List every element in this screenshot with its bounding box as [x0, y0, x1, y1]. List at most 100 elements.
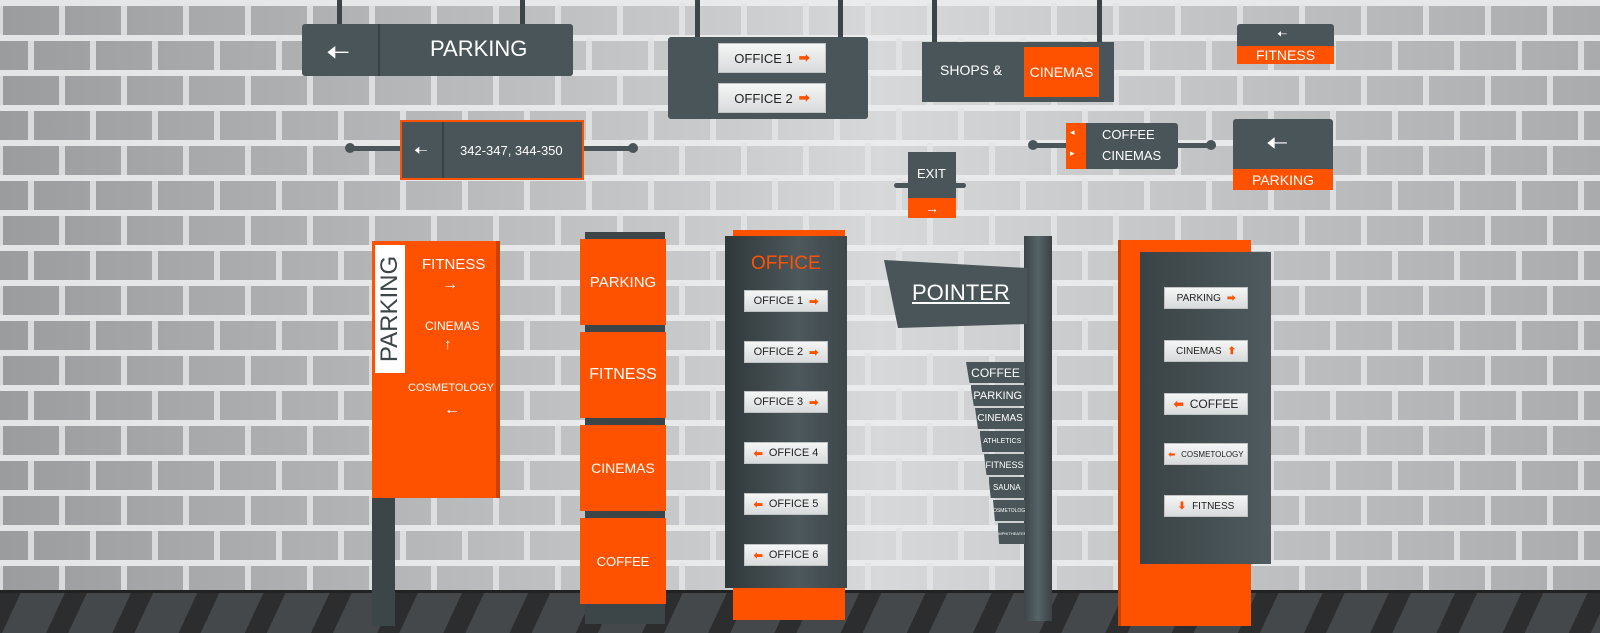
exit-sign: EXIT — [908, 152, 956, 200]
pointer-fin: FITNESS — [984, 454, 1025, 475]
pointer-fin: COFFEE — [966, 362, 1025, 383]
directory-cinemas-label: CINEMAS — [1176, 345, 1222, 357]
divider — [442, 122, 444, 178]
office-2-plate: OFFICE 2 ➡ — [744, 341, 828, 363]
exit-label: EXIT — [917, 166, 946, 181]
arrow-left-icon: 🠠 — [414, 143, 428, 160]
fitness-label: FITNESS — [422, 256, 486, 273]
cinemas-label: CINEMAS — [425, 319, 480, 333]
hanger-rod — [695, 0, 700, 38]
shops-label: SHOPS & — [940, 62, 1003, 78]
office-4-label: OFFICE 4 — [768, 447, 819, 459]
parking-label: PARKING — [430, 36, 528, 61]
office-2-plate: OFFICE 2 ➡ — [718, 83, 826, 113]
arrow-up-icon: ⬆ — [1227, 345, 1236, 357]
directory-cinemas-plate: CINEMAS ⬆ — [1164, 340, 1248, 362]
pointer-title: POINTER — [912, 280, 1010, 305]
pointer-fin: AMPHITHEATER — [995, 523, 1027, 544]
stack-block-fitness: FITNESS — [580, 332, 666, 418]
office-2-label: OFFICE 2 — [734, 90, 793, 106]
cinemas-label: CINEMAS — [1102, 148, 1162, 163]
pointer-flag — [884, 260, 1027, 328]
shops-cinemas-sign: SHOPS & CINEMAS — [922, 42, 1114, 102]
office-1-label: OFFICE 1 — [734, 50, 793, 66]
arrow-right-icon: ➡ — [798, 90, 810, 105]
arrow-right-icon: ➡ — [1226, 292, 1236, 304]
pylon-directory: PARKING FITNESS → CINEMAS ↑ COSMETOLOGY … — [372, 241, 496, 498]
stack-block-parking: PARKING — [580, 239, 666, 325]
pointer-fin-label: PARKING — [973, 389, 1023, 402]
directory-coffee-label: COFFEE — [1189, 397, 1239, 411]
office-1-plate: OFFICE 1 ➡ — [718, 43, 826, 73]
room-range-label: 342-347, 344-350 — [460, 143, 563, 158]
arrow-right-icon: ▸ — [1070, 148, 1075, 158]
divider — [378, 24, 380, 76]
pointer-fin-label: AMPHITHEATER — [995, 531, 1027, 536]
coffee-cinemas-sign: ◂ ▸ COFFEE CINEMAS — [1066, 123, 1178, 169]
arrow-left-icon: ⬅ — [1168, 449, 1176, 459]
arrow-down-icon: ⬇ — [1177, 500, 1187, 512]
mount-knob — [628, 143, 638, 153]
hanger-rod — [838, 0, 843, 38]
parking-vertical-label: PARKING — [376, 255, 403, 363]
arrow-right-icon: → — [442, 276, 458, 293]
mount-knob — [1206, 140, 1216, 150]
office-tower-title: OFFICE — [751, 253, 821, 274]
pointer-fin-label: SAUNA — [992, 483, 1021, 492]
office-3-plate: OFFICE 3 ➡ — [744, 391, 828, 413]
arrow-strip — [1066, 123, 1086, 169]
arrow-left-icon: ⬅ — [1173, 397, 1184, 411]
arrow-up-icon: ↑ — [444, 336, 452, 353]
pointer-post — [1024, 236, 1052, 621]
office-2-label: OFFICE 2 — [753, 346, 804, 358]
coffee-label: COFFEE — [1102, 127, 1155, 142]
mount-knob — [345, 143, 355, 153]
arrow-left-icon: ⬅ — [753, 447, 763, 460]
directory-fitness-plate: ⬇ FITNESS — [1164, 495, 1248, 517]
arrow-left-icon: ← — [444, 401, 460, 418]
arrow-right-icon: → — [908, 198, 956, 218]
fitness-hanging-sign: 🠠 FITNESS — [1237, 24, 1334, 64]
arrow-right-icon: ➡ — [809, 346, 819, 359]
pointer-fin: ATHLETICS — [979, 431, 1025, 452]
pylon-post — [372, 490, 395, 626]
cosmetology-label: COSMETOLOGY — [408, 382, 494, 394]
room-range-sign: 🠠 342-347, 344-350 — [400, 120, 584, 180]
office-hanging-sign: OFFICE 1 ➡ OFFICE 2 ➡ — [668, 37, 868, 119]
hanger-rod — [337, 0, 342, 25]
parking-hanging-sign: 🠠 PARKING — [302, 24, 573, 76]
directory-fitness-label: FITNESS — [1192, 500, 1235, 512]
office-5-label: OFFICE 5 — [768, 498, 819, 510]
office-5-plate: ⬅OFFICE 5 — [744, 493, 828, 515]
arrow-left-icon: 🠠 — [1266, 128, 1289, 158]
office-4-plate: ⬅ OFFICE 4 — [744, 442, 828, 464]
hanger-rod — [520, 0, 525, 25]
office-6-plate: ⬅ OFFICE 6 — [744, 544, 828, 566]
stack-block-coffee: COFFEE — [580, 518, 666, 604]
hanger-rod — [932, 0, 937, 43]
pointer-fin-label: ATHLETICS — [983, 438, 1022, 445]
mount-knob — [1028, 140, 1038, 150]
office-1-label: OFFICE 1 — [753, 295, 804, 307]
office-6-label: OFFICE 6 — [768, 549, 819, 561]
pointer-fin: PARKING — [970, 385, 1025, 406]
office-3-label: OFFICE 3 — [753, 396, 804, 408]
stack-block-cinemas: CINEMAS — [580, 425, 666, 511]
directory-coffee-plate: ⬅ COFFEE — [1164, 393, 1248, 415]
arrow-left-icon: 🠠 — [1277, 27, 1288, 41]
directory-cosmetology-label: COSMETOLOGY — [1181, 449, 1244, 459]
fitness-label: FITNESS — [1237, 46, 1334, 64]
arrow-right-icon: ➡ — [798, 50, 810, 65]
directory-parking-label: PARKING — [1176, 292, 1221, 304]
pointer-fin: COSMETOLOGY — [993, 500, 1025, 521]
arrow-left-icon: ⬅ — [753, 549, 763, 562]
parking-label: PARKING — [1233, 169, 1333, 190]
hanger-rod — [1097, 0, 1102, 43]
pointer-fin-label: COFFEE — [971, 365, 1020, 380]
pointer-fin-label: FITNESS — [985, 459, 1024, 470]
vertical-label-plate: PARKING — [375, 245, 405, 373]
parking-wall-sign: 🠠 PARKING — [1233, 119, 1333, 190]
pointer-fin: CINEMAS — [975, 408, 1025, 429]
arrow-right-icon: ➡ — [809, 396, 819, 409]
